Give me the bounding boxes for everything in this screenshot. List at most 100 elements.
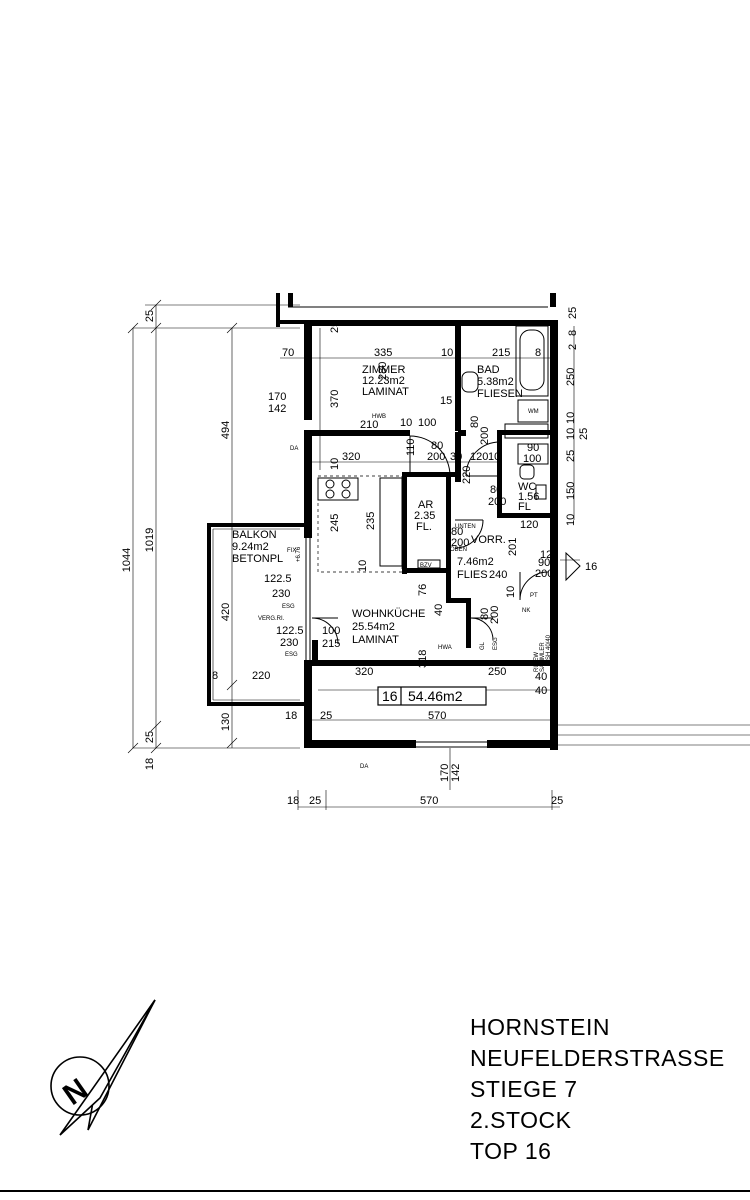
dim-12: 12 [540,549,552,561]
dim-220: 220 [461,466,473,484]
dim-200-b: 200 [427,451,445,463]
note-unten: UNTEN [455,524,476,530]
bad-floor: FLIESEN [477,388,523,400]
dim-25-e: 25 [309,795,321,807]
dim-170-b: 170 [439,764,451,782]
dim-230-a: 230 [272,588,290,600]
dim-15: 15 [440,395,452,407]
dim-201: 201 [507,538,519,556]
note-sammler: SAMMLER [540,642,546,672]
bathroom-fixtures [461,371,549,500]
dim-142-a: 142 [268,403,286,415]
dim-494: 494 [220,421,232,439]
dim-215-b: 215 [322,638,340,650]
doors [311,435,549,645]
dim-80-e: 80 [479,608,491,620]
dim-200-c: 200 [488,496,506,508]
wohnkueche-area: 25.54m2 [352,621,395,633]
note-hwb: HWB [372,414,386,420]
vorr-area: 7.46m2 [457,556,494,568]
north-arrow-icon: N [50,999,156,1136]
dim-240: 240 [489,569,507,581]
total-area-box [377,686,487,706]
vorr-floor: FLIES [457,569,488,581]
dim-235: 235 [365,512,377,530]
entrance-marker-label: 16 [585,561,597,573]
dim-210: 210 [360,419,378,431]
dim-318: 318 [417,650,429,668]
entrance-marker [565,551,581,582]
dim-25-d: 25 [320,710,332,722]
ar-floor: FL. [416,521,432,533]
note-bzv: BZV [420,563,432,569]
dim-10-e: 10 [565,412,577,424]
dim-18-c: 18 [287,795,299,807]
note-sh40: SH 40/40 [546,634,552,660]
note-rsauf: RU/EW [534,652,540,672]
dim-top-25: 25 [144,310,156,322]
wc-floor: FL [518,501,531,513]
dim-200-e: 200 [535,568,553,580]
dim-90: 90 [527,442,539,454]
dim-80-c: 80 [490,484,502,496]
address-stair: STIEGE 7 [470,1076,578,1102]
dim-80-a: 80 [469,416,481,428]
address-unit: TOP 16 [470,1138,552,1164]
dim-120-b: 120 [520,519,538,531]
address-floor: 2.STOCK [470,1107,572,1133]
dim-10-wk: 10 [329,458,341,470]
dim-10-d: 10 [488,451,500,463]
dim-80-d: 80 [451,526,463,538]
dim-570-b: 570 [420,795,438,807]
dim-1044: 1044 [121,548,133,572]
dim-420: 420 [220,603,232,621]
wc-name: WC [518,481,536,493]
bad-name: BAD [477,364,500,376]
dim-2-right-top: 2 [567,344,579,350]
dim-2-top: 2 [550,347,556,359]
note-fix: FIX [287,548,296,554]
address-town: HORNSTEIN [470,1014,610,1040]
dim-25-right-top: 25 [567,307,579,319]
dim-245: 245 [329,514,341,532]
dim-10-f: 10 [565,514,577,526]
balkon-floor: BETONPL [232,553,283,565]
note-wm: WM [528,409,539,415]
address-street: NEUFELDERSTRASSE [470,1045,725,1071]
dim-25-right-c: 25 [565,450,577,462]
dim-18-left: 18 [144,758,156,770]
dim-25-right-b: 25 [578,428,590,440]
dim-320-a: 320 [342,451,360,463]
bathtub [515,325,549,397]
dim-8-balkon: 8 [212,670,218,682]
dim-200-f: 200 [489,606,501,624]
dim-110: 110 [405,438,417,456]
balkon-area: 9.24m2 [232,541,269,553]
wc-area: 1.56 [518,491,539,503]
dim-230-b: 230 [280,637,298,649]
bad-area: 5.38m2 [477,376,514,388]
wohnkueche-floor: LAMINAT [352,634,399,646]
note-nk: NK [522,608,530,614]
note-esg-2: ESG [285,652,298,658]
note-da-1: DA [290,446,298,452]
dim-100: 100 [418,417,436,429]
dim-200-d: 200 [451,537,469,549]
vorr-name: VORR. [471,534,506,546]
zimmer-floor: LAMINAT [362,386,409,398]
bottom-rule [0,1190,750,1192]
dim-142-b: 142 [450,764,462,782]
dim-10-e2: 10 [565,428,577,440]
dim-18-b: 18 [285,710,297,722]
note-da-2: DA [360,764,368,770]
note-esg-1: ESG [282,604,295,610]
dim-122-5-a: 122.5 [264,573,292,585]
dim-8-top: 8 [535,347,541,359]
dim-10-h: 10 [505,586,517,598]
dim-10-g: 10 [357,560,369,572]
dim-100-b: 100 [523,453,541,465]
dim-150: 150 [565,482,577,500]
dim-70: 70 [282,347,294,359]
dim-10-top: 10 [441,347,453,359]
